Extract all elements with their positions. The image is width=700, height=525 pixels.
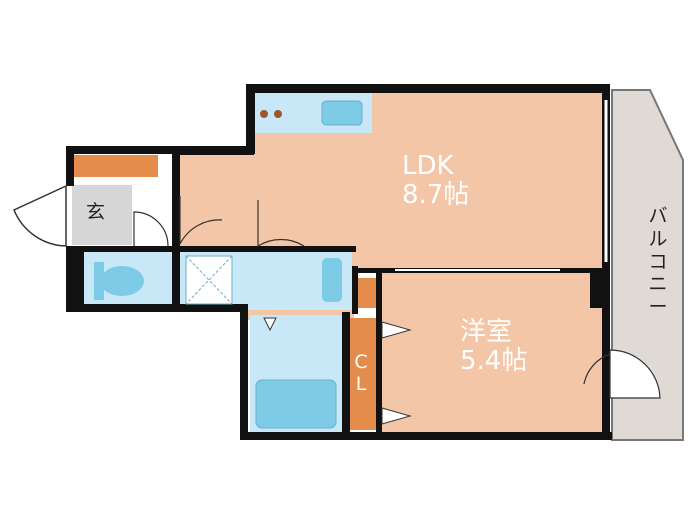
closet-door-top	[381, 321, 412, 339]
bathtub	[255, 379, 337, 429]
western-room-name: 洋室	[460, 317, 513, 347]
balcony-char: ニ	[648, 273, 668, 296]
balcony-char: バ	[648, 205, 668, 227]
entrance-door	[13, 184, 67, 247]
inner-door-2	[257, 200, 305, 248]
washing-machine-x2	[185, 255, 233, 305]
toilet-bowl	[100, 266, 144, 296]
balcony-label: バ ル コ ニ ー	[646, 205, 670, 319]
genkan-floor	[72, 185, 132, 245]
closet-door-bottom	[381, 407, 412, 425]
shoe-storage	[70, 155, 158, 177]
ldk-label: LDK 8.7帖	[402, 151, 470, 211]
western-room-size: 5.4帖	[460, 346, 528, 377]
balcony-char: ー	[648, 296, 668, 319]
closet-small	[356, 278, 376, 308]
stove-burner-2	[274, 110, 282, 118]
closet-area	[346, 318, 380, 430]
ldk-name: LDK	[402, 151, 454, 181]
closet-letter-c: C	[354, 351, 368, 373]
balcony-char: ル	[648, 227, 668, 250]
inner-door-1	[179, 196, 223, 245]
balcony-door	[609, 349, 661, 399]
washing-machine-x1	[185, 255, 233, 305]
western-room-door	[583, 353, 611, 385]
closet-label: C L	[350, 351, 372, 396]
entrance-name: 玄	[86, 201, 106, 223]
bath-door-mark	[263, 317, 277, 332]
kitchen-sink	[321, 100, 363, 126]
closet-letter-l: L	[355, 372, 367, 395]
western-room-label: 洋室 5.4帖	[460, 317, 528, 377]
washbasin	[322, 258, 342, 302]
toilet-tank	[94, 262, 104, 300]
stove-burner-1	[260, 110, 268, 118]
western-room-floor	[380, 272, 606, 438]
toilet-door	[133, 211, 169, 247]
entrance-label: 玄	[86, 201, 106, 223]
balcony-char: コ	[648, 250, 668, 273]
ldk-size: 8.7帖	[402, 180, 470, 211]
